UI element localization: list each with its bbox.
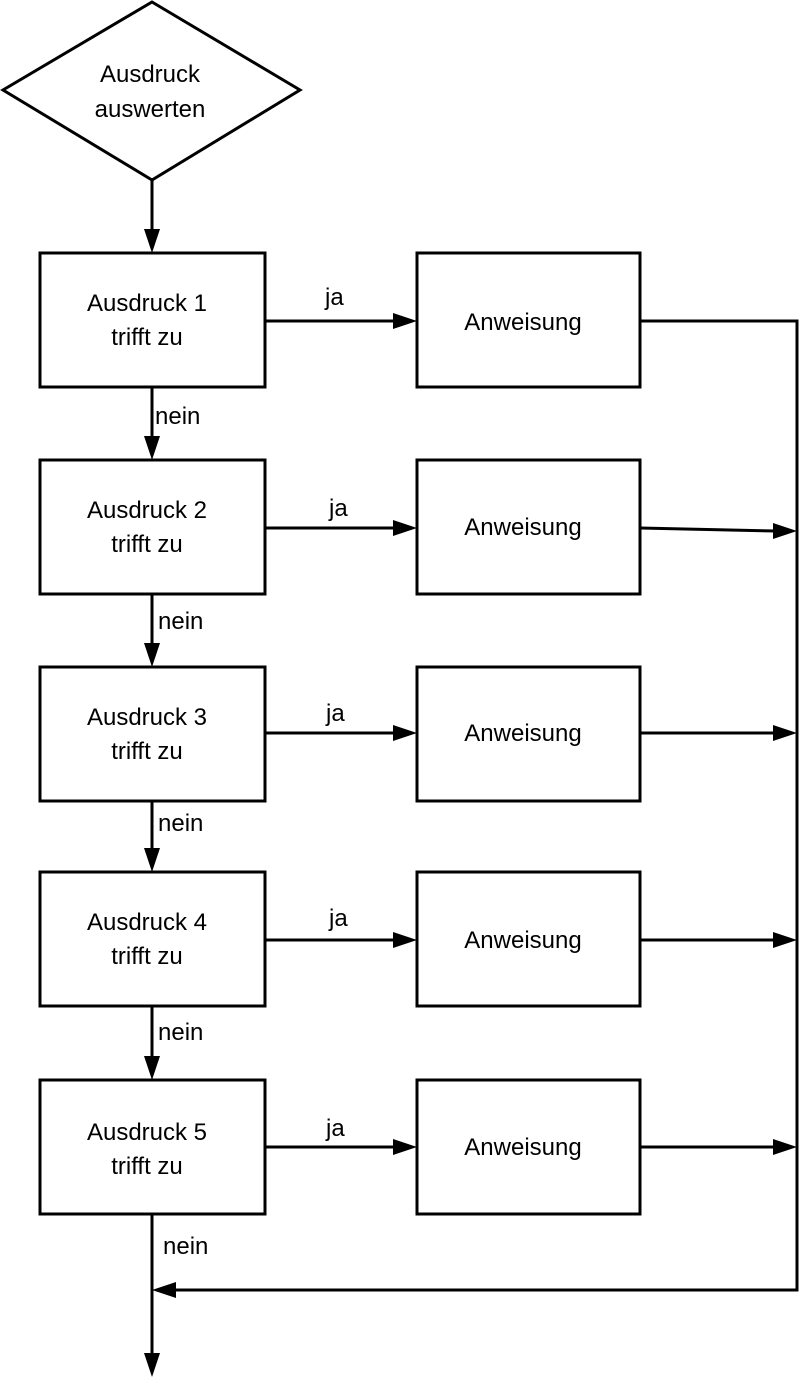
action-label: Anweisung <box>464 927 581 954</box>
action-box <box>415 251 642 389</box>
arrowhead <box>144 1056 160 1080</box>
action-label: Anweisung <box>464 309 581 336</box>
action-1: Anweisung <box>415 251 642 389</box>
condition-4: Ausdruck 4 trifft zu <box>38 870 267 1008</box>
condition-line-2: trifft zu <box>111 531 183 558</box>
arrowhead <box>144 848 160 872</box>
start-diamond <box>0 0 303 182</box>
arrowhead <box>393 932 417 948</box>
no-label-4: nein <box>158 1019 203 1046</box>
no-label-1: nein <box>155 403 200 430</box>
condition-line-1: Ausdruck 3 <box>87 704 207 731</box>
action-2: Anweisung <box>415 458 642 596</box>
action-label: Anweisung <box>464 514 581 541</box>
action-box <box>415 665 642 803</box>
action-3: Anweisung <box>415 665 642 803</box>
condition-line-2: trifft zu <box>111 1153 183 1180</box>
merge-connectors <box>152 319 799 1298</box>
arrowhead <box>393 725 417 741</box>
no-label-5: nein <box>163 1233 208 1260</box>
condition-line-2: trifft zu <box>111 324 183 351</box>
action-box <box>415 1078 642 1216</box>
arrowhead <box>773 523 797 539</box>
no-connectors <box>144 180 160 1377</box>
no-label-3: nein <box>158 810 203 837</box>
yes-label-5: ja <box>325 1115 345 1142</box>
arrowhead <box>393 520 417 536</box>
merge-from-action-1 <box>176 319 799 1292</box>
arrowhead <box>393 1139 417 1155</box>
condition-1: Ausdruck 1 trifft zu <box>38 251 267 389</box>
start-line-2: auswerten <box>95 96 206 123</box>
condition-box <box>38 665 267 803</box>
yes-label-4: ja <box>328 905 348 932</box>
yes-connectors <box>265 313 417 1155</box>
condition-box <box>38 870 267 1008</box>
arrowhead <box>773 1139 797 1155</box>
arrowhead <box>773 725 797 741</box>
action-label: Anweisung <box>464 1134 581 1161</box>
arrowhead <box>773 932 797 948</box>
arrowhead <box>393 313 417 329</box>
start-line-1: Ausdruck <box>100 61 201 88</box>
yes-label-2: ja <box>328 495 348 522</box>
condition-3: Ausdruck 3 trifft zu <box>38 665 267 803</box>
yes-label-1: ja <box>324 284 344 311</box>
condition-line-1: Ausdruck 1 <box>87 290 207 317</box>
condition-box <box>38 251 267 389</box>
condition-5: Ausdruck 5 trifft zu <box>38 1078 267 1216</box>
condition-line-2: trifft zu <box>111 738 183 765</box>
no-label-2: nein <box>158 608 203 635</box>
merge-from-action-2 <box>639 526 777 533</box>
condition-line-1: Ausdruck 4 <box>87 909 207 936</box>
condition-2: Ausdruck 2 trifft zu <box>38 458 267 596</box>
start-decision: Ausdruck auswerten <box>0 0 303 182</box>
condition-line-2: trifft zu <box>111 943 183 970</box>
condition-box <box>38 458 267 596</box>
action-4: Anweisung <box>415 870 642 1008</box>
arrowhead <box>144 229 160 253</box>
yes-label-3: ja <box>325 700 345 727</box>
action-label: Anweisung <box>464 720 581 747</box>
arrowhead <box>144 436 160 460</box>
condition-line-1: Ausdruck 5 <box>87 1119 207 1146</box>
action-box <box>415 458 642 596</box>
condition-line-1: Ausdruck 2 <box>87 497 207 524</box>
arrowhead <box>152 1282 176 1298</box>
arrowhead <box>144 1353 160 1377</box>
action-5: Anweisung <box>415 1078 642 1216</box>
condition-box <box>38 1078 267 1216</box>
arrowhead <box>144 643 160 667</box>
